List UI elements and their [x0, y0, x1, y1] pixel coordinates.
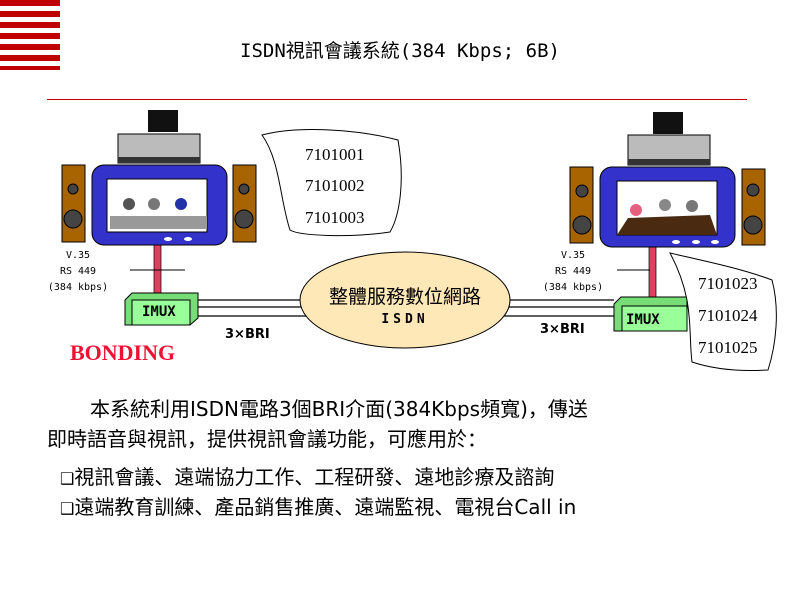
interface-line: V.35	[65, 250, 91, 261]
page-title: ISDN視訊會議系統(384 Kbps; 6B)	[240, 40, 560, 62]
description-line: 即時語音與視訊，提供視訊會議功能，可應用於：	[47, 427, 487, 451]
speech-bubble-right	[669, 252, 777, 371]
imux-label-left: IMUX	[142, 304, 176, 320]
cable-right	[648, 246, 657, 298]
bri-label-left: 3×BRI	[225, 327, 270, 342]
phone-number: 7101024	[698, 306, 758, 325]
bullet-item: ❑視訊會議、遠端協力工作、工程研發、遠地診療及諮詢	[60, 461, 554, 490]
phone-number: 7101025	[698, 338, 758, 357]
right-station	[569, 112, 766, 332]
interface-label-left: V.35 RS 449 (384 kbps)	[33, 248, 123, 296]
network-name: 整體服務數位網路	[328, 286, 481, 308]
speech-bubble-left	[261, 129, 402, 237]
interface-line: RS 449	[554, 266, 592, 277]
bri-lines-left	[198, 299, 310, 317]
bonding-label: BONDING	[70, 340, 176, 365]
camera-icon	[653, 112, 683, 134]
phone-number: 7101003	[305, 208, 365, 227]
imux-box	[131, 299, 191, 326]
isdn-cloud	[299, 251, 511, 349]
cable-left	[153, 244, 162, 294]
imux-label-right: IMUX	[626, 312, 660, 328]
imux-box	[621, 305, 688, 332]
interface-line: V.35	[560, 250, 586, 261]
speaker-icon	[61, 164, 86, 243]
left-station	[61, 110, 257, 326]
phone-number: 7101002	[305, 176, 365, 195]
bullet-item: ❑遠端教育訓練、產品銷售推廣、遠端監視、電視台Call in	[60, 491, 576, 520]
bullet-text: 遠端教育訓練、產品銷售推廣、遠端監視、電視台Call in	[74, 495, 577, 519]
interface-line: (384 kbps)	[47, 282, 109, 293]
camera-icon	[148, 110, 178, 132]
interface-line: (384 kbps)	[542, 282, 604, 293]
phone-number: 7101023	[698, 274, 758, 293]
decorative-stripes	[0, 0, 60, 70]
network-sub: ISDN	[381, 312, 429, 327]
interface-label-right: V.35 RS 449 (384 kbps)	[528, 248, 618, 296]
bri-lines-right	[500, 299, 614, 317]
checkbox-bullet-icon: ❑	[60, 499, 75, 518]
interface-line: RS 449	[59, 266, 97, 277]
bri-label-right: 3×BRI	[540, 322, 585, 337]
title-divider	[47, 99, 747, 100]
bullet-text: 視訊會議、遠端協力工作、工程研發、遠地診療及諮詢	[74, 465, 555, 489]
speaker-icon	[232, 164, 257, 243]
phone-number: 7101001	[305, 145, 365, 164]
checkbox-bullet-icon: ❑	[60, 469, 75, 488]
description-line: 本系統利用ISDN電路3個BRI介面(384Kbps頻寬)，傳送	[90, 397, 588, 421]
